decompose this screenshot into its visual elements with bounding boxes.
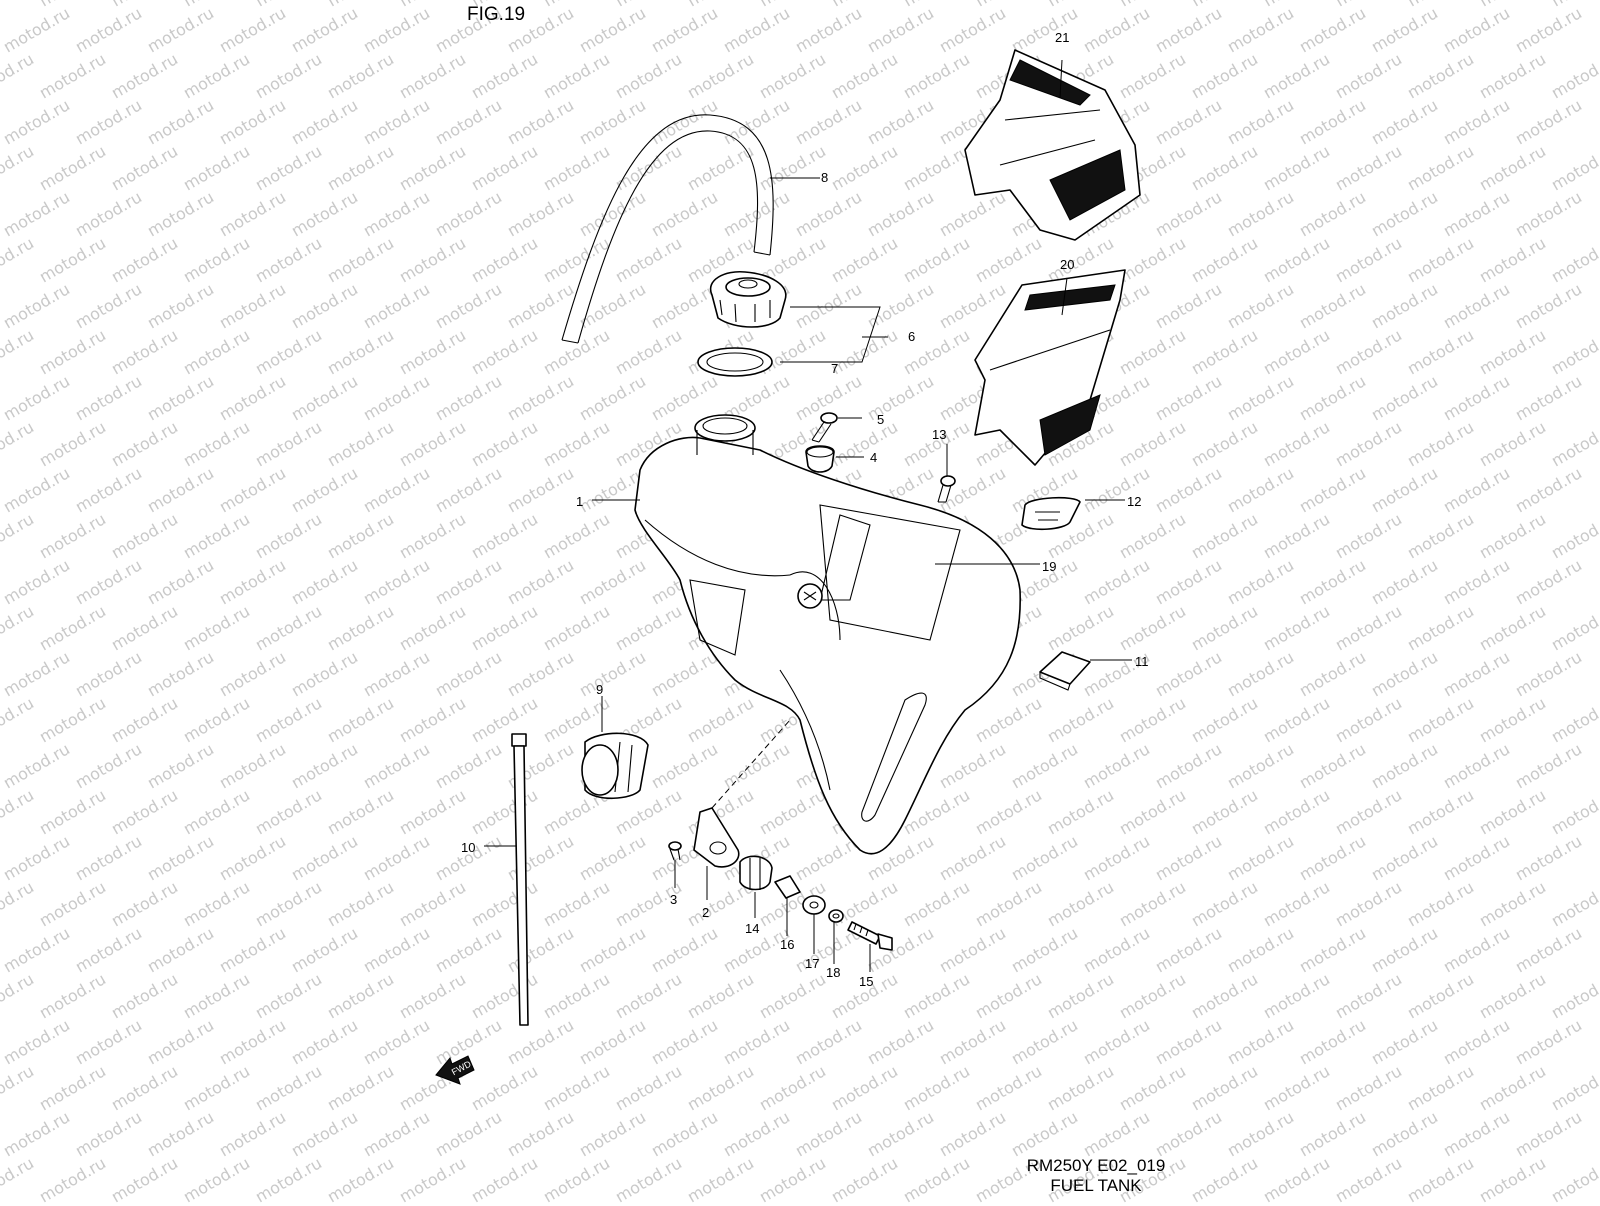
collar-16 [774, 875, 801, 899]
cap-gasket [697, 347, 773, 377]
leader-6-7 [780, 306, 881, 363]
part-label-13: 13 [932, 427, 947, 442]
leader-lines [484, 59, 1132, 972]
diagram-code: RM250Y E02_019 [1026, 1156, 1166, 1175]
clamp-12 [1021, 496, 1081, 531]
part-label-15: 15 [859, 974, 874, 989]
screw-3 [668, 841, 682, 861]
diagram-footer: RM250Y E02_019 FUEL TANK [1006, 1156, 1186, 1196]
part-label-19: 19 [1042, 559, 1057, 574]
cable-tie-10 [511, 733, 529, 1026]
washer-17 [802, 895, 826, 915]
breather-hose-inner [577, 130, 759, 344]
figure-title: FIG.19 [467, 4, 526, 25]
part-label-7: 7 [831, 361, 839, 376]
bracket-2 [693, 807, 740, 868]
diagram-name: FUEL TANK [1050, 1176, 1142, 1195]
part-label-17: 17 [805, 956, 820, 971]
breather-hose-end [561, 251, 771, 344]
part-label-8: 8 [821, 170, 829, 185]
cushion-11 [1039, 651, 1091, 691]
side-panel-21 [964, 49, 1141, 241]
part-label-18: 18 [826, 965, 841, 980]
part-label-16: 16 [780, 937, 795, 952]
screw-5 [811, 412, 838, 443]
part-label-3: 3 [670, 892, 678, 907]
fuel-cap [709, 270, 787, 328]
screw-13 [937, 475, 956, 503]
part-label-20: 20 [1060, 257, 1075, 272]
fwd-arrow [435, 1055, 475, 1085]
bolt-15 [847, 921, 893, 951]
part-label-21: 21 [1055, 30, 1070, 45]
part-label-11: 11 [1135, 654, 1149, 669]
leader-21 [1059, 59, 1063, 99]
part-label-4: 4 [870, 450, 878, 465]
part-label-9: 9 [596, 682, 604, 697]
part-label-12: 12 [1127, 494, 1142, 509]
part-label-1: 1 [576, 494, 584, 509]
cushion-4 [805, 445, 835, 473]
part-label-10: 10 [461, 840, 476, 855]
grommet-9 [581, 732, 649, 800]
fuel-tank [634, 414, 1022, 855]
rubber-14 [739, 855, 773, 891]
part-label-14: 14 [745, 921, 760, 936]
part-label-5: 5 [877, 412, 885, 427]
bracket-dash-line [711, 719, 791, 809]
part-label-2: 2 [702, 905, 710, 920]
washer-18 [828, 909, 844, 923]
leader-20 [1061, 277, 1068, 316]
breather-hose [561, 114, 774, 341]
side-panel-20 [974, 269, 1126, 466]
part-label-6: 6 [908, 329, 916, 344]
